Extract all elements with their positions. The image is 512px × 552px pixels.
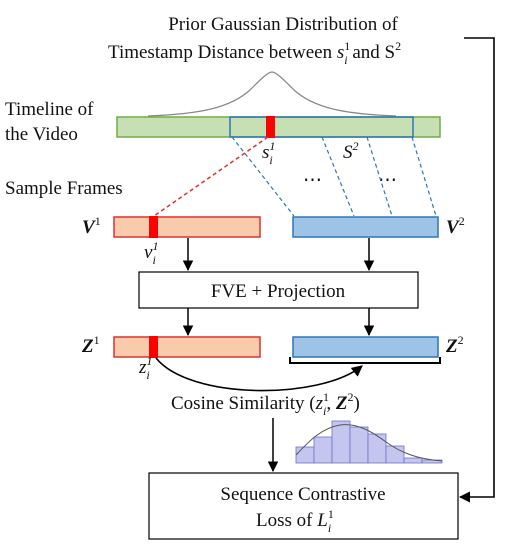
proj-line-left — [231, 136, 295, 217]
hist-bar-7 — [403, 457, 423, 464]
fve-projection-box — [138, 271, 419, 309]
hist-bar-1 — [295, 446, 315, 464]
proj-line-red — [153, 136, 269, 217]
gaussian-curve — [147, 71, 397, 117]
Z1-bar — [113, 336, 261, 358]
hist-bar-6 — [385, 445, 405, 464]
s-i-marker — [266, 116, 275, 138]
fve-projection-label: FVE + Projection — [211, 281, 346, 302]
hist-curve — [295, 424, 443, 462]
V2-label: V2 — [446, 214, 465, 238]
hist-bar-5 — [367, 433, 387, 464]
V1-label: V1 — [82, 214, 101, 238]
dots-1: ⋯ — [303, 170, 322, 191]
hist-bar-2 — [313, 436, 333, 464]
V1-bar — [113, 216, 261, 238]
proj-line-mid1 — [321, 136, 355, 217]
loss-box — [148, 472, 459, 540]
Z2-label: Z2 — [445, 333, 464, 357]
timeline-label-line1: Timeline of — [5, 99, 94, 120]
S2-label: S2 — [343, 139, 359, 163]
Z2-bracket — [289, 357, 441, 364]
timeline-label-line2: the Video — [5, 124, 78, 145]
proj-line-right — [411, 136, 437, 217]
title-line1: Prior Gaussian Distribution of — [168, 14, 398, 35]
loss-line1: Sequence Contrastive — [220, 484, 385, 505]
v-i-marker — [149, 216, 158, 238]
similarity-histogram — [295, 420, 443, 464]
Z1-label: Z1 — [81, 333, 100, 357]
curved-arrow-zi-to-Z2 — [155, 357, 363, 392]
V2-bar — [292, 216, 439, 238]
sample-frames-label: Sample Frames — [5, 178, 123, 199]
hist-bar-3 — [331, 420, 351, 464]
timeline-bar — [116, 116, 441, 138]
Z2-bar — [292, 336, 439, 358]
z-i-marker — [149, 336, 158, 358]
prior-to-loss-arrow — [458, 37, 495, 503]
hist-bar-4 — [349, 426, 369, 464]
s2-window — [229, 116, 414, 138]
